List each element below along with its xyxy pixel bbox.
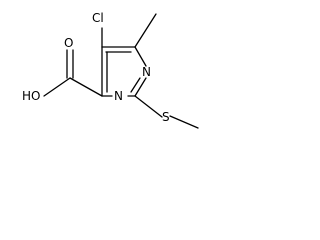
carbonyl-oxygen-label: O: [64, 36, 73, 50]
bond-n1-c2-inner: [130, 77, 141, 93]
ring-nitrogen-bottom-label: N: [114, 89, 123, 103]
ring-nitrogen-right-label: N: [142, 65, 151, 79]
bond-c6-n1: [134, 46, 147, 67]
bond-s-methyl: [169, 115, 199, 129]
bond-c4-carboxyl: [69, 77, 103, 97]
bond-n1-c2: [134, 77, 147, 97]
bond-c2-s: [134, 95, 163, 118]
bond-c6-methyl: [134, 13, 157, 48]
chlorine-label: Cl: [92, 11, 104, 25]
sulfur-label: S: [162, 110, 170, 124]
bond-carboxyl-oh: [43, 77, 71, 97]
chemical-structure-diagram: Cl N N HO O S: [22, 11, 199, 129]
hydroxyl-label: HO: [22, 89, 40, 103]
